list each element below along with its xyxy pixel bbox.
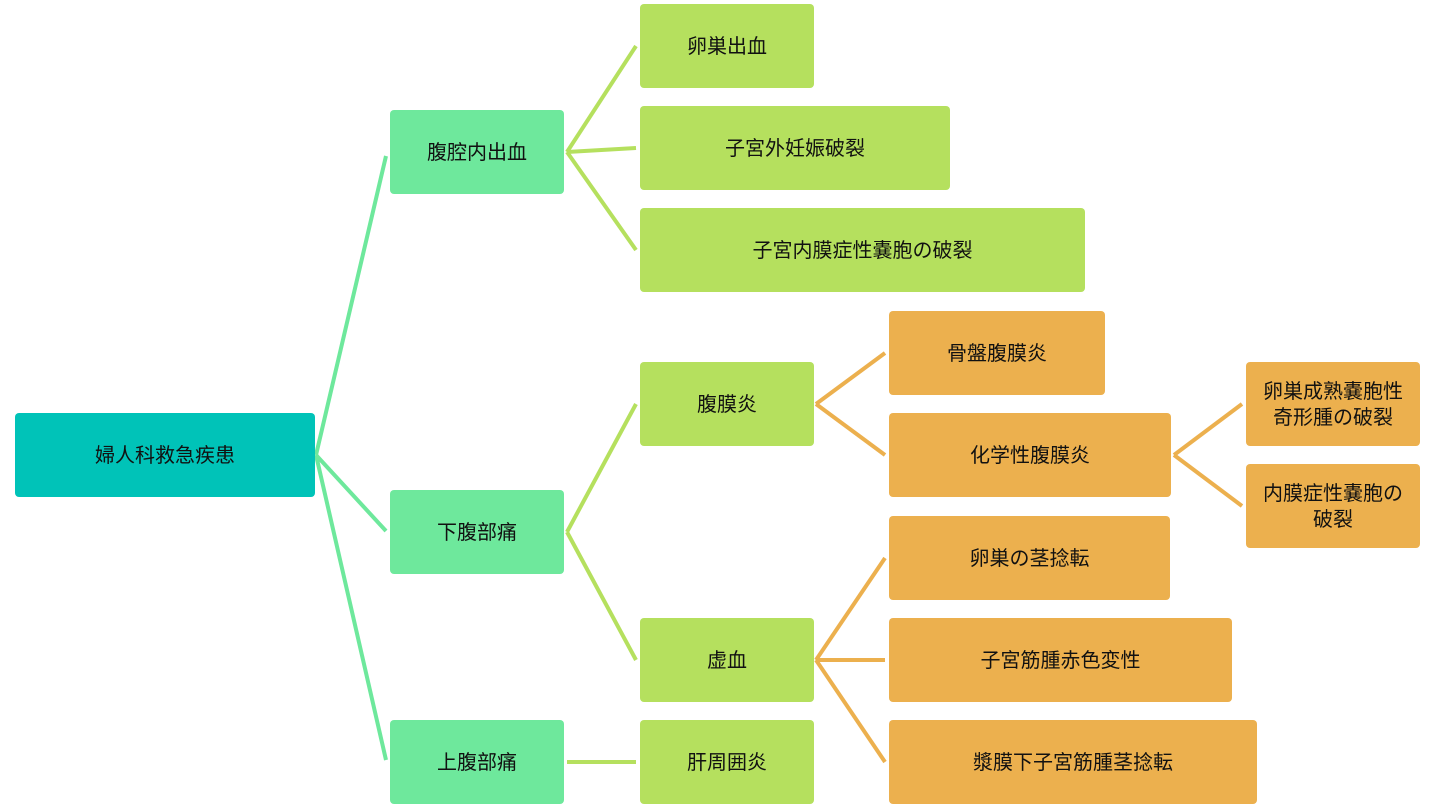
connector-peritonitis-chemical xyxy=(814,402,887,457)
node-label-line: 卵巣成熟嚢胞性 xyxy=(1263,379,1403,403)
node-label: 上腹部痛 xyxy=(437,750,517,774)
node-label: 卵巣出血 xyxy=(687,34,767,58)
node-label-line: 破裂 xyxy=(1313,507,1353,531)
node-pelvic-peritonitis: 骨盤腹膜炎 xyxy=(889,311,1105,395)
node-lower-abdominal-pain: 下腹部痛 xyxy=(390,490,564,574)
node-label: 骨盤腹膜炎 xyxy=(947,341,1047,365)
node-ovarian-bleeding: 卵巣出血 xyxy=(640,4,814,88)
node-label: 卵巣の茎捻転 xyxy=(969,546,1090,570)
node-upper-abdominal-pain: 上腹部痛 xyxy=(390,720,564,804)
connector-chemical-endometriotic xyxy=(1172,453,1244,508)
connector-bleeding-endometrioma xyxy=(565,150,638,252)
node-label-line: 奇形腫の破裂 xyxy=(1273,405,1393,429)
connector-ischemia-subserosal xyxy=(814,658,887,764)
node-label-block: 卵巣成熟嚢胞性 奇形腫の破裂 xyxy=(1263,378,1403,430)
connector-bleeding-ovarian xyxy=(565,44,638,154)
node-endometrioma-rupture: 子宮内膜症性嚢胞の破裂 xyxy=(640,208,1085,292)
node-ectopic-pregnancy-rupture: 子宮外妊娠破裂 xyxy=(640,106,950,190)
node-label: 腹膜炎 xyxy=(697,392,757,416)
node-label: 子宮内膜症性嚢胞の破裂 xyxy=(752,238,973,262)
node-fibroid-red-degeneration: 子宮筋腫赤色変性 xyxy=(889,618,1232,702)
node-label: 下腹部痛 xyxy=(437,520,517,544)
node-label: 漿膜下子宮筋腫茎捻転 xyxy=(973,750,1173,774)
node-intraperitoneal-bleeding: 腹腔内出血 xyxy=(390,110,564,194)
node-peritonitis: 腹膜炎 xyxy=(640,362,814,446)
node-label: 子宮外妊娠破裂 xyxy=(725,136,865,160)
root-node: 婦人科救急疾患 xyxy=(15,413,315,497)
connector-root-lower xyxy=(314,453,388,533)
node-ovarian-torsion: 卵巣の茎捻転 xyxy=(889,516,1170,600)
node-mature-teratoma-rupture: 卵巣成熟嚢胞性 奇形腫の破裂 xyxy=(1246,362,1420,446)
node-ischemia: 虚血 xyxy=(640,618,814,702)
node-label: 化学性腹膜炎 xyxy=(970,443,1090,467)
node-label: 子宮筋腫赤色変性 xyxy=(980,648,1141,672)
connector-peritonitis-pelvic xyxy=(814,351,887,406)
connector-root-upper xyxy=(314,454,388,761)
connector-bleeding-ectopic xyxy=(566,146,637,154)
node-label-block: 内膜症性嚢胞の 破裂 xyxy=(1263,480,1403,532)
connector-root-intraperitoneal xyxy=(314,155,388,456)
node-label-line: 内膜症性嚢胞の xyxy=(1263,481,1403,505)
node-endometriotic-cyst-rupture: 内膜症性嚢胞の 破裂 xyxy=(1246,464,1420,548)
node-perihepatitis: 肝周囲炎 xyxy=(640,720,814,804)
root-label: 婦人科救急疾患 xyxy=(95,443,235,467)
node-label: 腹腔内出血 xyxy=(427,140,527,164)
node-subserosal-fibroid-torsion: 漿膜下子宮筋腫茎捻転 xyxy=(889,720,1257,804)
node-label: 肝周囲炎 xyxy=(687,750,767,774)
node-chemical-peritonitis: 化学性腹膜炎 xyxy=(889,413,1171,497)
node-label: 虚血 xyxy=(707,648,747,672)
connector-chemical-teratoma xyxy=(1172,402,1244,457)
connector-ischemia-torsion xyxy=(814,556,887,662)
connector-lower-ischemia xyxy=(565,531,638,661)
connector-lower-peritonitis xyxy=(565,403,638,533)
